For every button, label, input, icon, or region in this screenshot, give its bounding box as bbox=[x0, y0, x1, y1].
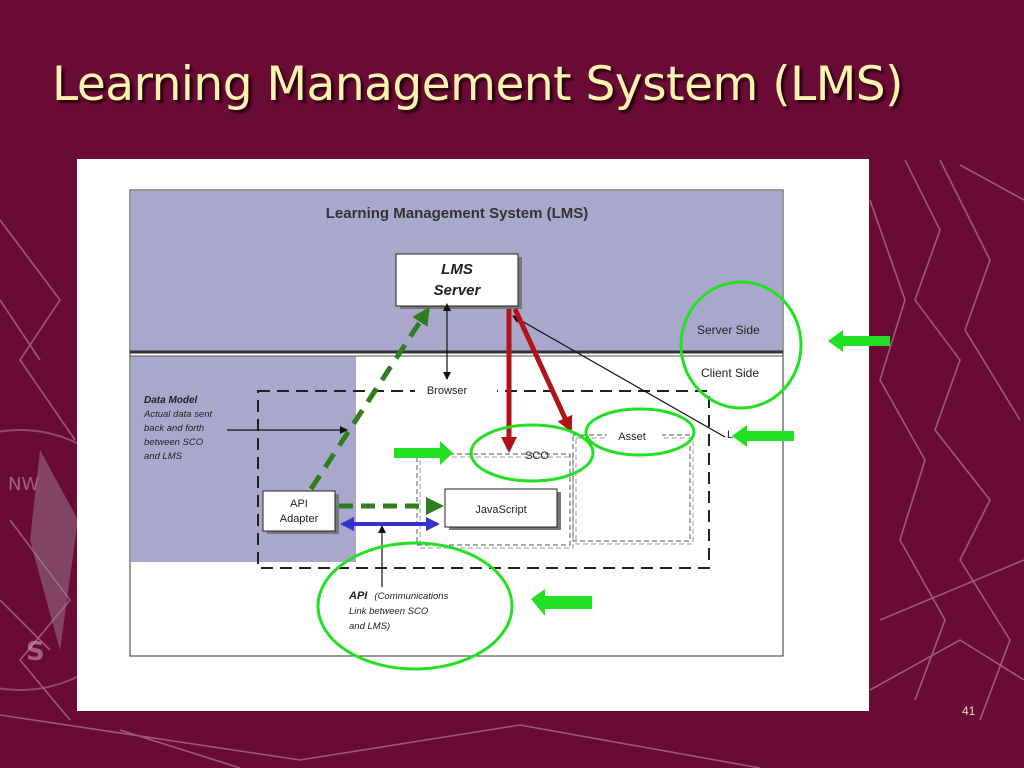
data-model-line-2: back and forth bbox=[144, 423, 204, 434]
browser-label-bg bbox=[415, 381, 497, 399]
server-to-asset-arrow bbox=[512, 307, 573, 433]
api-note-heading: API (Communications bbox=[348, 590, 449, 602]
browser-label: Browser bbox=[427, 385, 468, 397]
api-adapter-box bbox=[262, 490, 336, 532]
data-model-title: Data Model bbox=[144, 395, 198, 406]
api-note-line-3: and LMS) bbox=[349, 621, 390, 632]
api-adapter-label-2: Adapter bbox=[280, 513, 319, 525]
highlight-arrows bbox=[394, 441, 592, 616]
server-side-label: Server Side bbox=[697, 323, 760, 337]
adapter-to-server-arrow bbox=[308, 306, 430, 491]
asset-highlight-circle bbox=[584, 407, 696, 457]
launch-label-partial: L bbox=[727, 429, 733, 441]
asset-label: Asset bbox=[618, 431, 646, 443]
api-note-line-1: (Communications bbox=[374, 591, 448, 602]
api-note-line-2: Link between SCO bbox=[349, 606, 429, 617]
compass-nw-mark: NW bbox=[8, 474, 39, 495]
api-highlight-circle bbox=[316, 541, 514, 671]
client-side-label: Client Side bbox=[701, 366, 759, 380]
compass-s-mark: S bbox=[26, 637, 45, 667]
sco-label: SCO bbox=[525, 450, 549, 462]
sco-highlight-arrow bbox=[394, 441, 453, 465]
lms-server-label-2: Server bbox=[434, 282, 482, 299]
data-model-line-1: Actual data sent bbox=[143, 409, 212, 420]
sco-box bbox=[416, 453, 571, 546]
page-number: 41 bbox=[962, 704, 976, 718]
sco-highlight-circle bbox=[469, 423, 595, 483]
server-client-highlight-circle bbox=[679, 280, 803, 410]
javascript-label: JavaScript bbox=[475, 504, 526, 516]
browser-container bbox=[257, 390, 710, 569]
asset-label-bg bbox=[607, 427, 662, 443]
lms-server-box bbox=[395, 253, 519, 307]
launch-arrow bbox=[512, 315, 726, 438]
data-model-line-3: between SCO bbox=[144, 437, 204, 448]
sco-box-shadow bbox=[419, 456, 574, 549]
javascript-box bbox=[444, 488, 558, 528]
lms-server-label-1: LMS bbox=[441, 261, 473, 278]
api-adapter-label-1: API bbox=[290, 498, 308, 510]
diagram-header: Learning Management System (LMS) bbox=[326, 205, 589, 222]
lms-diagram: Learning Management System (LMS) LMS Ser… bbox=[77, 159, 869, 711]
data-model-line-4: and LMS bbox=[144, 451, 183, 462]
slide-title: Learning Management System (LMS) bbox=[52, 57, 903, 112]
api-note-title: API bbox=[348, 590, 368, 602]
api-highlight-arrow bbox=[531, 589, 592, 616]
